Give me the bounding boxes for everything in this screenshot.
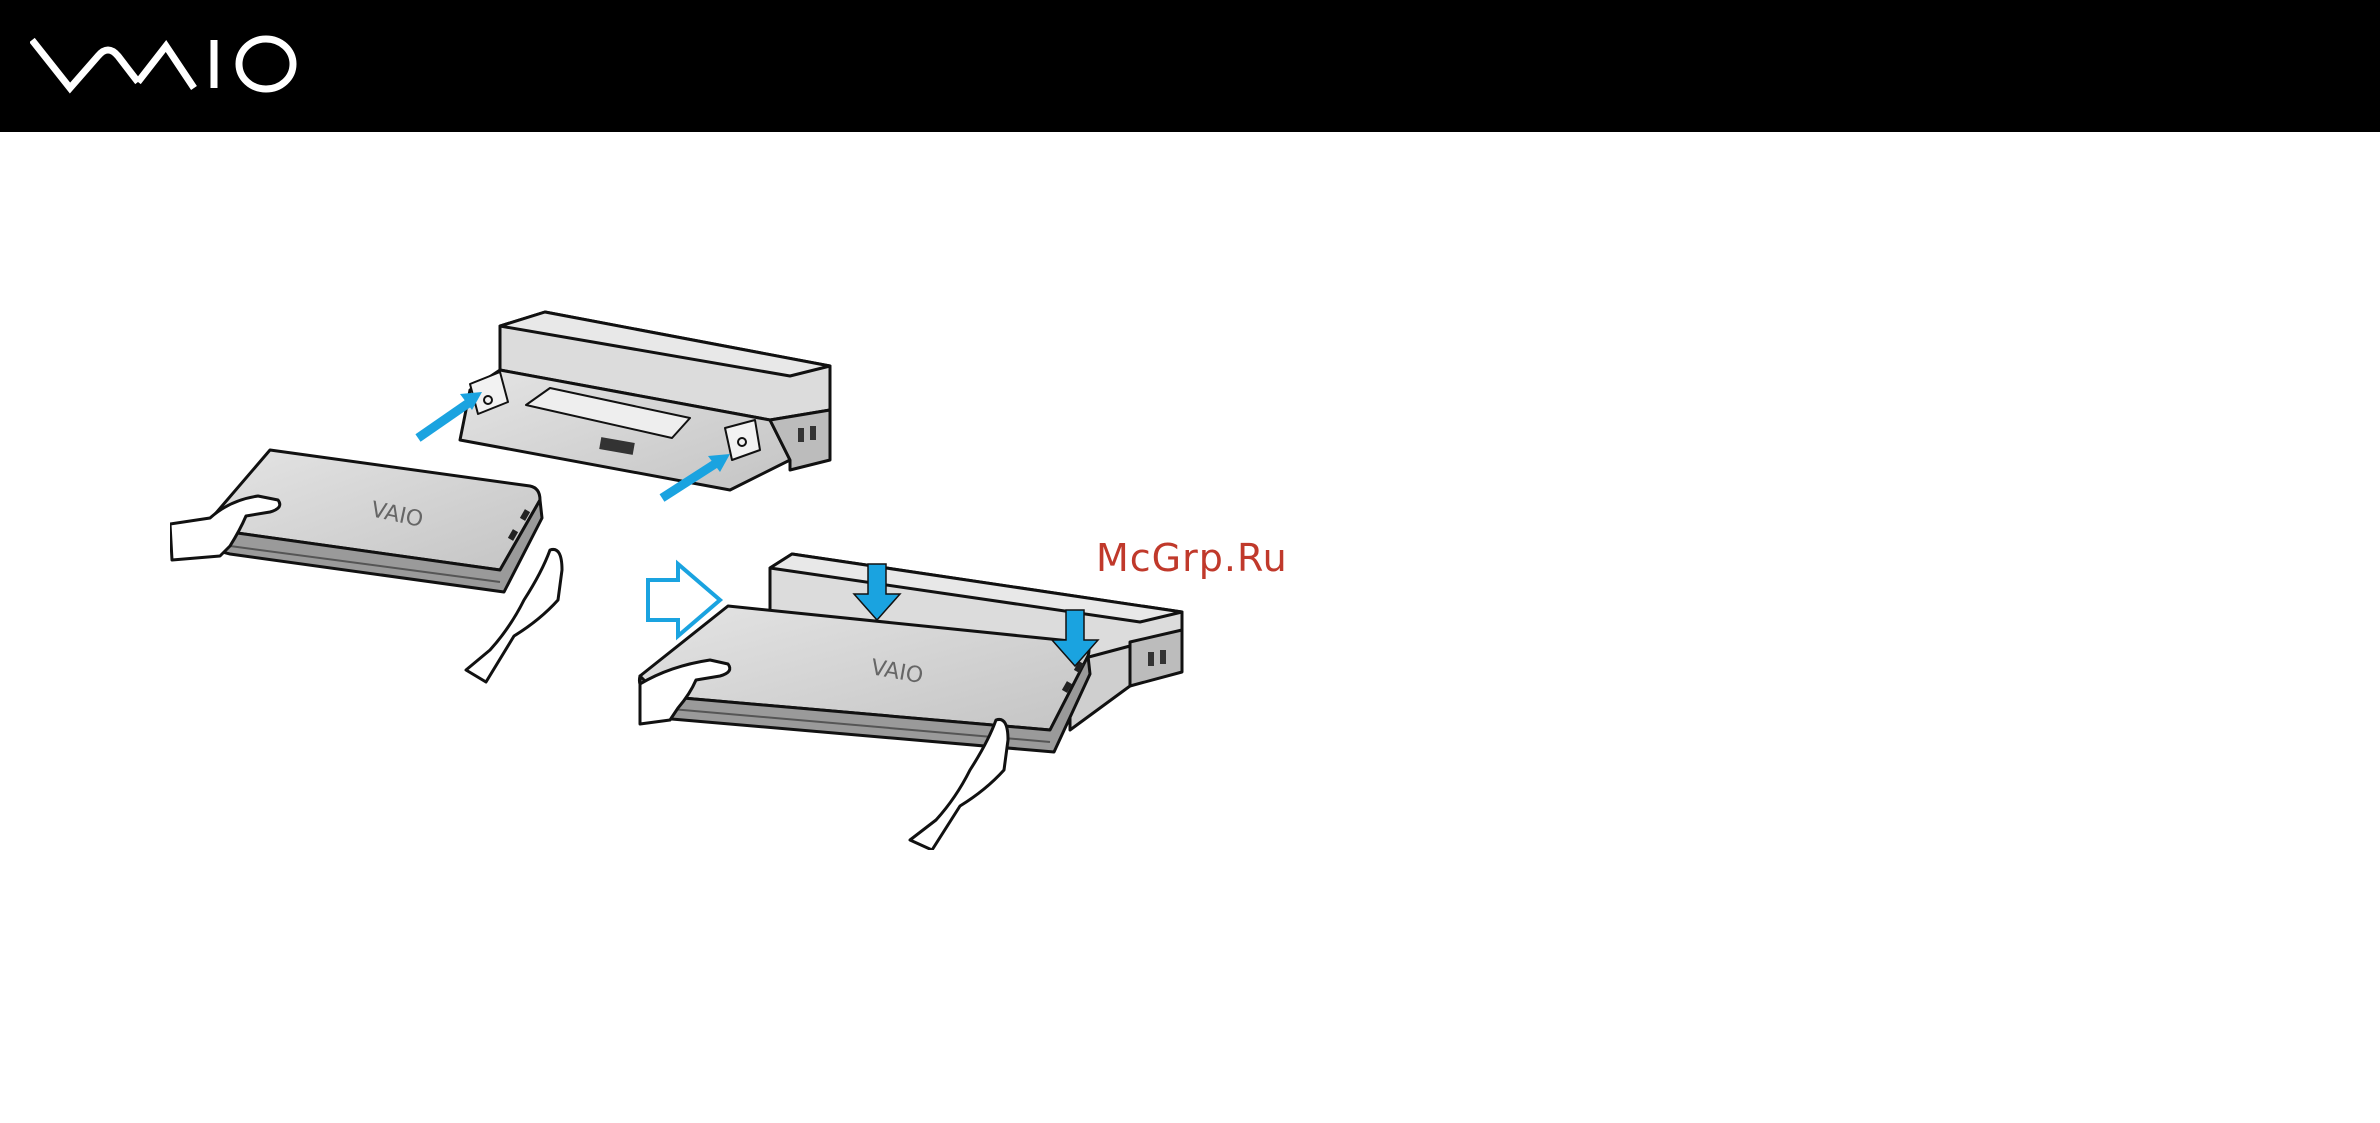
docking-station-left [460,312,830,490]
laptop-left: VAIO [210,450,542,592]
docking-illustration: VAIO VAIO [170,310,1230,850]
vaio-logo [30,34,298,94]
watermark-text: McGrp.Ru [1096,536,1288,580]
header-bar [0,0,2380,132]
